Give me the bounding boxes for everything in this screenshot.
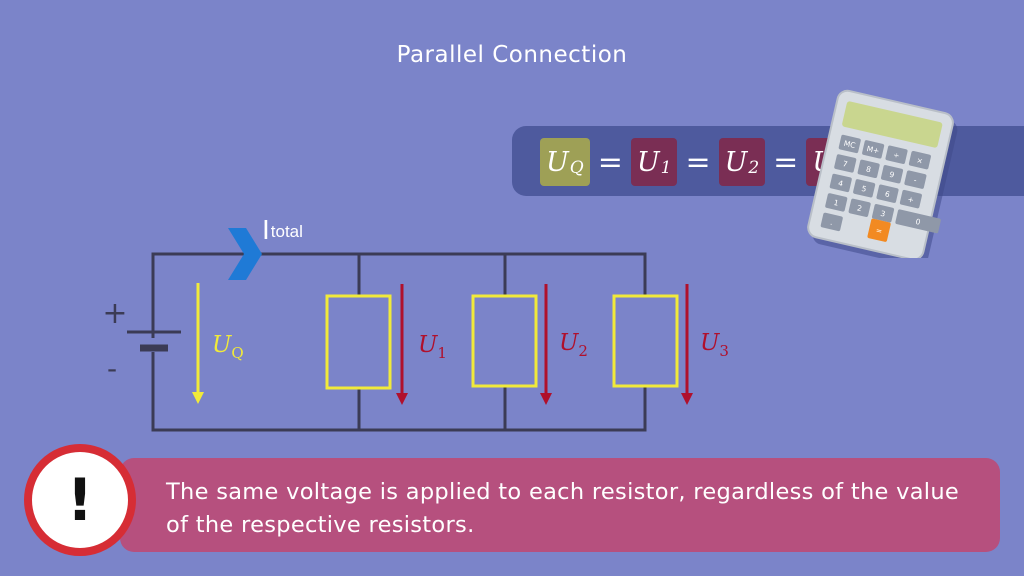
calculator-key <box>862 140 885 159</box>
bottom-wire <box>151 352 647 432</box>
calculator-key-label: 8 <box>865 164 872 174</box>
calculator-key <box>908 150 931 170</box>
resistor-3 <box>612 294 679 388</box>
calculator-key-label: ÷ <box>892 150 900 160</box>
calculator-key <box>867 218 891 242</box>
calculator-key-label: = <box>875 226 883 236</box>
current-direction-arrow <box>228 228 262 280</box>
warning-text: The same voltage is applied to each resi… <box>166 479 960 538</box>
calculator-key <box>876 184 899 203</box>
calculator-key <box>829 173 852 193</box>
equals-sign: = <box>685 144 711 180</box>
calculator-key <box>895 209 941 234</box>
calculator-key-label: 6 <box>884 189 891 199</box>
calculator-key <box>848 198 871 217</box>
calculator-key-label: × <box>916 156 924 166</box>
voltage-label-u1: U1 <box>418 332 447 362</box>
total-current-label: Itotal <box>262 214 303 245</box>
calculator-key-label: 1 <box>833 198 840 208</box>
calculator-key <box>857 159 880 178</box>
voltage-drop-arrowhead-1 <box>396 393 408 405</box>
page-title: Parallel Connection <box>396 42 628 68</box>
calculator-key-label: 9 <box>889 170 896 180</box>
calculator-key-label: 3 <box>880 209 887 219</box>
calculator-key-label: 5 <box>861 184 868 194</box>
calculator-key <box>834 154 857 173</box>
source-voltage-arrowhead <box>192 392 204 404</box>
calculator-key <box>885 145 908 164</box>
calculator-key <box>853 179 876 198</box>
minus-sign: - <box>107 352 117 385</box>
plus-sign: + <box>102 296 127 331</box>
resistor-1 <box>325 294 392 390</box>
exclamation-mark: ! <box>66 466 94 534</box>
calculator-key-label: 0 <box>915 217 922 227</box>
equals-sign: = <box>773 144 799 180</box>
calculator-key-label: 4 <box>837 178 844 188</box>
calculator-key <box>899 189 922 209</box>
calculator-key-label: + <box>907 195 915 205</box>
voltage-drop-arrowhead-2 <box>540 393 552 405</box>
equals-sign: = <box>597 144 623 180</box>
calculator-key <box>820 212 843 232</box>
voltage-drop-arrowhead-3 <box>681 393 693 405</box>
voltage-label-u2: U2 <box>559 330 588 360</box>
calculator-key <box>871 204 895 223</box>
calculator-icon: MC M+ ÷ × 7 8 9 - 4 5 6 +1 2 3 0. = <box>807 89 958 258</box>
calculator-key <box>904 170 927 189</box>
calculator-key <box>838 134 861 154</box>
voltage-equation: UQ = U1 = U2 = U3 <box>540 137 853 187</box>
calculator-key-label: - <box>913 175 918 184</box>
calculator-key-label: M+ <box>866 144 880 156</box>
calculator-key-label: 2 <box>856 203 863 213</box>
circuit-wires <box>151 252 647 432</box>
calculator-key-label: . <box>829 218 833 227</box>
warning-banner <box>120 458 1000 552</box>
calculator-key-label: MC <box>843 139 856 150</box>
resistor-2 <box>471 294 538 388</box>
voltage-label-u3: U3 <box>700 330 729 360</box>
source-voltage-label: UQ <box>212 332 244 362</box>
calculator-key-label: 7 <box>842 159 849 169</box>
warning-icon: ! <box>24 444 136 556</box>
calculator-key <box>825 193 848 212</box>
calculator-key <box>880 165 904 184</box>
top-wire <box>151 252 647 338</box>
